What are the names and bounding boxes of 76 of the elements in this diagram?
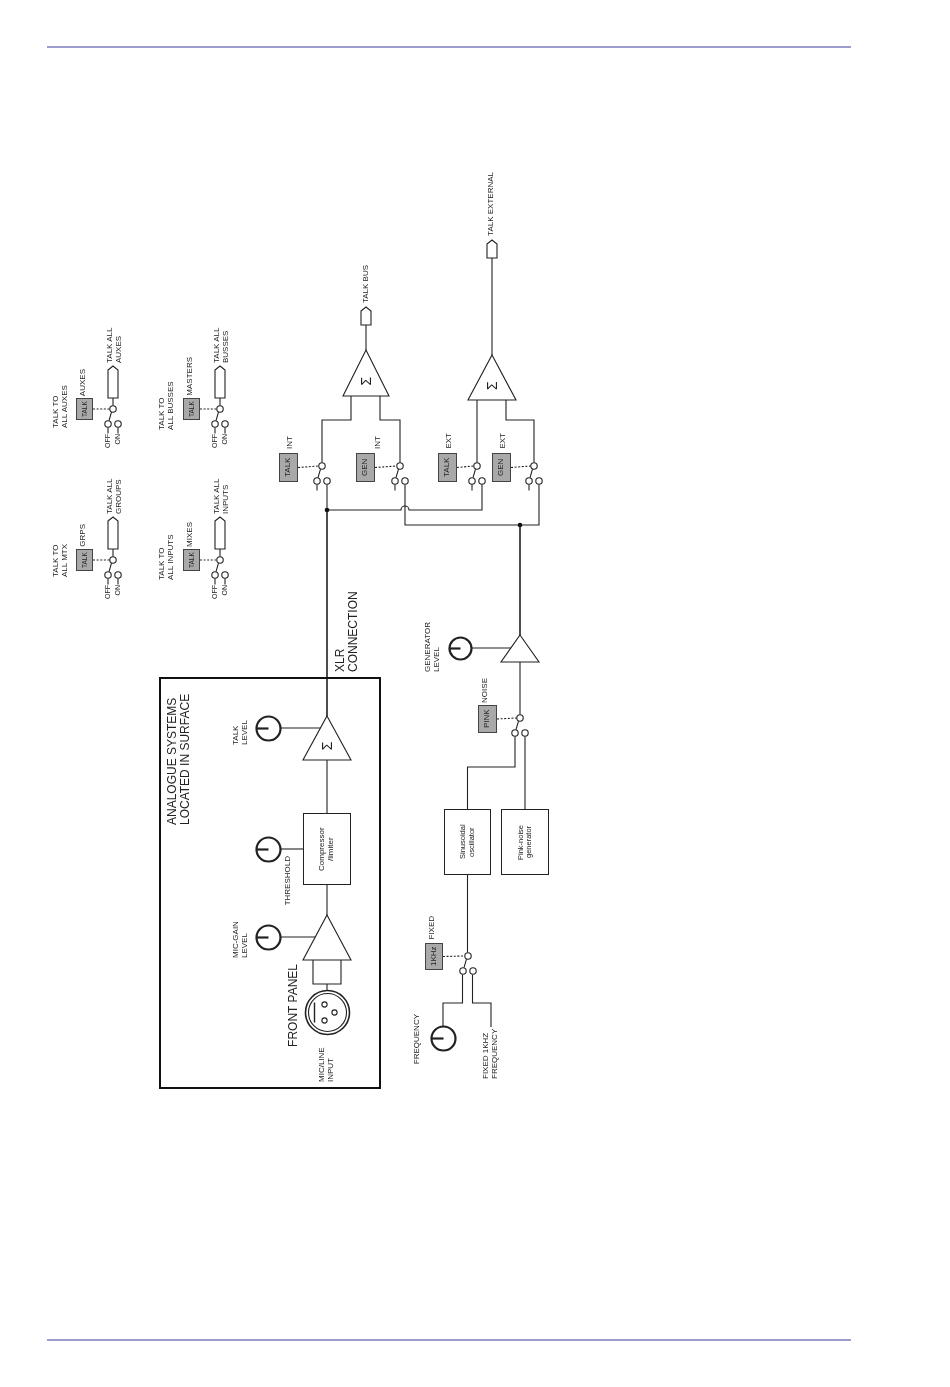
connector-label: TALK ALL INPUTS	[213, 477, 231, 514]
signal-line	[442, 973, 464, 1027]
signal-line	[326, 884, 328, 916]
push-button: TALK	[279, 453, 298, 482]
signal-line	[112, 548, 114, 558]
group-title: TALK TO ALL MTX	[52, 542, 70, 577]
knob-label: GENERATOR LEVEL	[424, 621, 442, 672]
knob-label: MIC-GAIN LEVEL	[232, 920, 250, 958]
connector-label: MIC/LINE INPUT	[318, 1046, 336, 1082]
push-button: 1KHz	[425, 943, 443, 970]
control-link-line	[456, 465, 475, 469]
summing-amplifier: Σ	[342, 349, 390, 397]
control-link-line	[442, 955, 465, 958]
signal-line	[219, 548, 221, 558]
control-link-line	[496, 717, 518, 720]
signal-line	[476, 399, 478, 464]
control-link-line	[510, 465, 532, 469]
connection-label: XLR CONNECTION	[334, 590, 361, 672]
signal-line	[112, 397, 114, 407]
control-link-line	[297, 465, 320, 469]
signal-line	[491, 257, 493, 356]
control-link-line	[199, 559, 218, 561]
button-caption: EXT	[499, 433, 508, 449]
signal-line	[326, 483, 483, 717]
button-caption: FIXED	[428, 916, 437, 940]
signal-line	[365, 324, 367, 351]
push-button: GEN	[356, 453, 375, 482]
knob-label: FREQUENCY	[413, 1014, 422, 1065]
signal-line	[379, 395, 401, 464]
control-link-line	[92, 408, 111, 410]
group-title: TALK TO ALL BUSSES	[158, 380, 176, 430]
control-link-line	[92, 559, 111, 561]
button-caption: EXT	[445, 433, 454, 449]
control-link-line	[199, 408, 218, 410]
connector-label: TALK ALL AUXES	[106, 326, 124, 363]
knob-label: TALK LEVEL	[232, 719, 250, 745]
signal-line	[219, 397, 221, 407]
button-caption: GRPS	[79, 524, 88, 547]
panel-label: FRONT PANEL	[287, 964, 301, 1047]
group-title: TALK TO ALL INPUTS	[158, 533, 176, 580]
group-title: TALK TO ALL AUXES	[52, 384, 70, 428]
signal-line	[471, 973, 492, 1028]
signal-line	[312, 959, 342, 991]
signal-label: FIXED 1KHZ FREQUENCY	[482, 1027, 500, 1079]
signal-line	[279, 936, 316, 938]
connector-label: TALK BUS	[362, 265, 371, 304]
push-button: GEN	[492, 453, 511, 482]
push-button: TALK	[438, 453, 457, 482]
signal-line	[524, 735, 526, 810]
button-caption: INT	[286, 436, 295, 449]
connector-label: TALK ALL BUSSES	[213, 326, 231, 363]
button-caption: MIXES	[186, 522, 195, 547]
signal-line	[519, 661, 521, 716]
boundary-title: ANALOGUE SYSTEMS LOCATED IN SURFACE	[166, 692, 193, 825]
button-caption: MASTERS	[186, 357, 195, 396]
button-caption: INT	[374, 436, 383, 449]
summing-amplifier: Σ	[467, 354, 517, 401]
signal-line	[326, 759, 328, 814]
signal-line	[519, 483, 540, 636]
signal-line	[279, 727, 321, 729]
signal-line	[466, 874, 469, 954]
process-box: Compressor /limiter	[303, 813, 351, 885]
summing-amplifier: Σ	[302, 715, 352, 761]
button-caption: NOISE	[481, 678, 490, 703]
system-boundary-box	[159, 677, 381, 1089]
connector-label: TALK ALL GROUPS	[106, 477, 124, 514]
signal-line	[279, 848, 304, 850]
signal-line	[505, 399, 535, 464]
knob-label: THRESHOLD	[284, 856, 293, 906]
signal-line	[321, 395, 352, 464]
button-caption: AUXES	[79, 369, 88, 397]
connector-label: TALK EXTERNAL	[487, 172, 496, 236]
signal-line	[466, 735, 516, 810]
control-link-line	[374, 465, 398, 469]
push-button: PINK	[478, 705, 497, 733]
signal-line	[470, 647, 512, 649]
